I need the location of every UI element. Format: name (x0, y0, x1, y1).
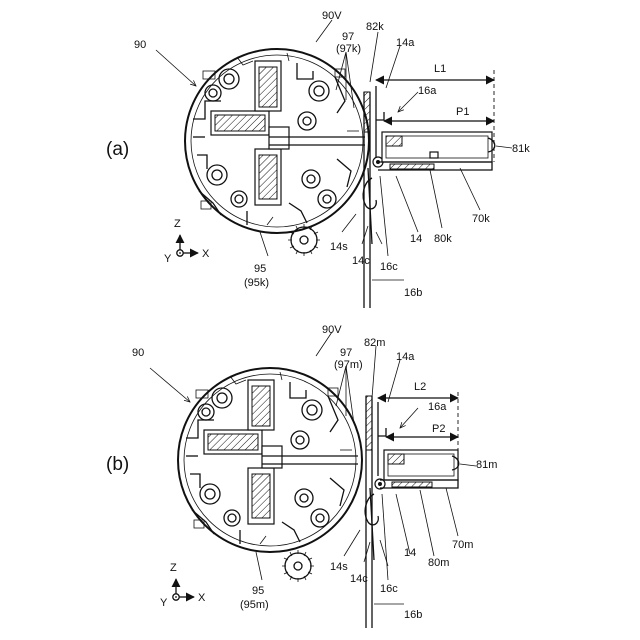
label-97-sub-b: (97m) (334, 359, 363, 371)
wall-assembly-a (363, 86, 384, 308)
label-14-a: 14 (410, 233, 422, 245)
axis-z-a: Z (174, 218, 181, 230)
label-assembly-a: 90 (134, 39, 146, 51)
label-16b-a: 16b (404, 287, 422, 299)
label-95-sub-a: (95k) (244, 277, 269, 289)
label-16b-b: 16b (404, 609, 422, 621)
label-80-b: 80m (428, 557, 449, 569)
label-81-b: 81m (476, 459, 497, 471)
axis-x-b: X (198, 592, 206, 604)
label-95-a: 95 (254, 263, 266, 275)
label-assembly-b: 90 (132, 347, 144, 359)
tray-b (380, 450, 459, 488)
label-14c-a: 14c (352, 255, 370, 267)
label-16c-b: 16c (380, 583, 398, 595)
label-97-b: 97 (340, 347, 352, 359)
panel-label-b: (b) (106, 454, 129, 475)
label-70-a: 70k (472, 213, 490, 225)
label-14a-a: 14a (396, 37, 415, 49)
label-P-b: P2 (432, 423, 445, 435)
label-80-a: 80k (434, 233, 452, 245)
axis-y-b: Y (160, 597, 168, 609)
axis-x-a: X (202, 248, 210, 260)
drum-unit-a (185, 49, 369, 233)
panel-b: (b) (106, 324, 497, 628)
label-95-b: 95 (252, 585, 264, 597)
panel-a: (a) (106, 10, 530, 308)
label-16a-b: 16a (428, 401, 447, 413)
label-14a-b: 14a (396, 351, 415, 363)
label-14c-b: 14c (350, 573, 368, 585)
axis-z-b: Z (170, 562, 177, 574)
label-81-a: 81k (512, 143, 530, 155)
label-14s-a: 14s (330, 241, 348, 253)
label-82-b: 82m (364, 337, 385, 349)
drum-unit-b (178, 368, 362, 552)
tray-a (378, 132, 495, 170)
label-97-a: 97 (342, 31, 354, 43)
label-14s-b: 14s (330, 561, 348, 573)
label-P-a: P1 (456, 106, 469, 118)
label-97-sub-a: (97k) (336, 43, 361, 55)
label-70-b: 70m (452, 539, 473, 551)
axis-y-a: Y (164, 253, 172, 265)
label-L-a: L1 (434, 63, 446, 75)
gear-b (282, 550, 314, 582)
label-unit-v-a: 90V (322, 10, 342, 22)
label-95-sub-b: (95m) (240, 599, 269, 611)
label-16c-a: 16c (380, 261, 398, 273)
axes-icon-b (173, 579, 194, 600)
axes-icon-a (177, 235, 198, 256)
label-14-b: 14 (404, 547, 416, 559)
label-82-a: 82k (366, 21, 384, 33)
label-unit-v-b: 90V (322, 324, 342, 336)
label-16a-a: 16a (418, 85, 437, 97)
panel-label-a: (a) (106, 139, 129, 160)
label-L-b: L2 (414, 381, 426, 393)
